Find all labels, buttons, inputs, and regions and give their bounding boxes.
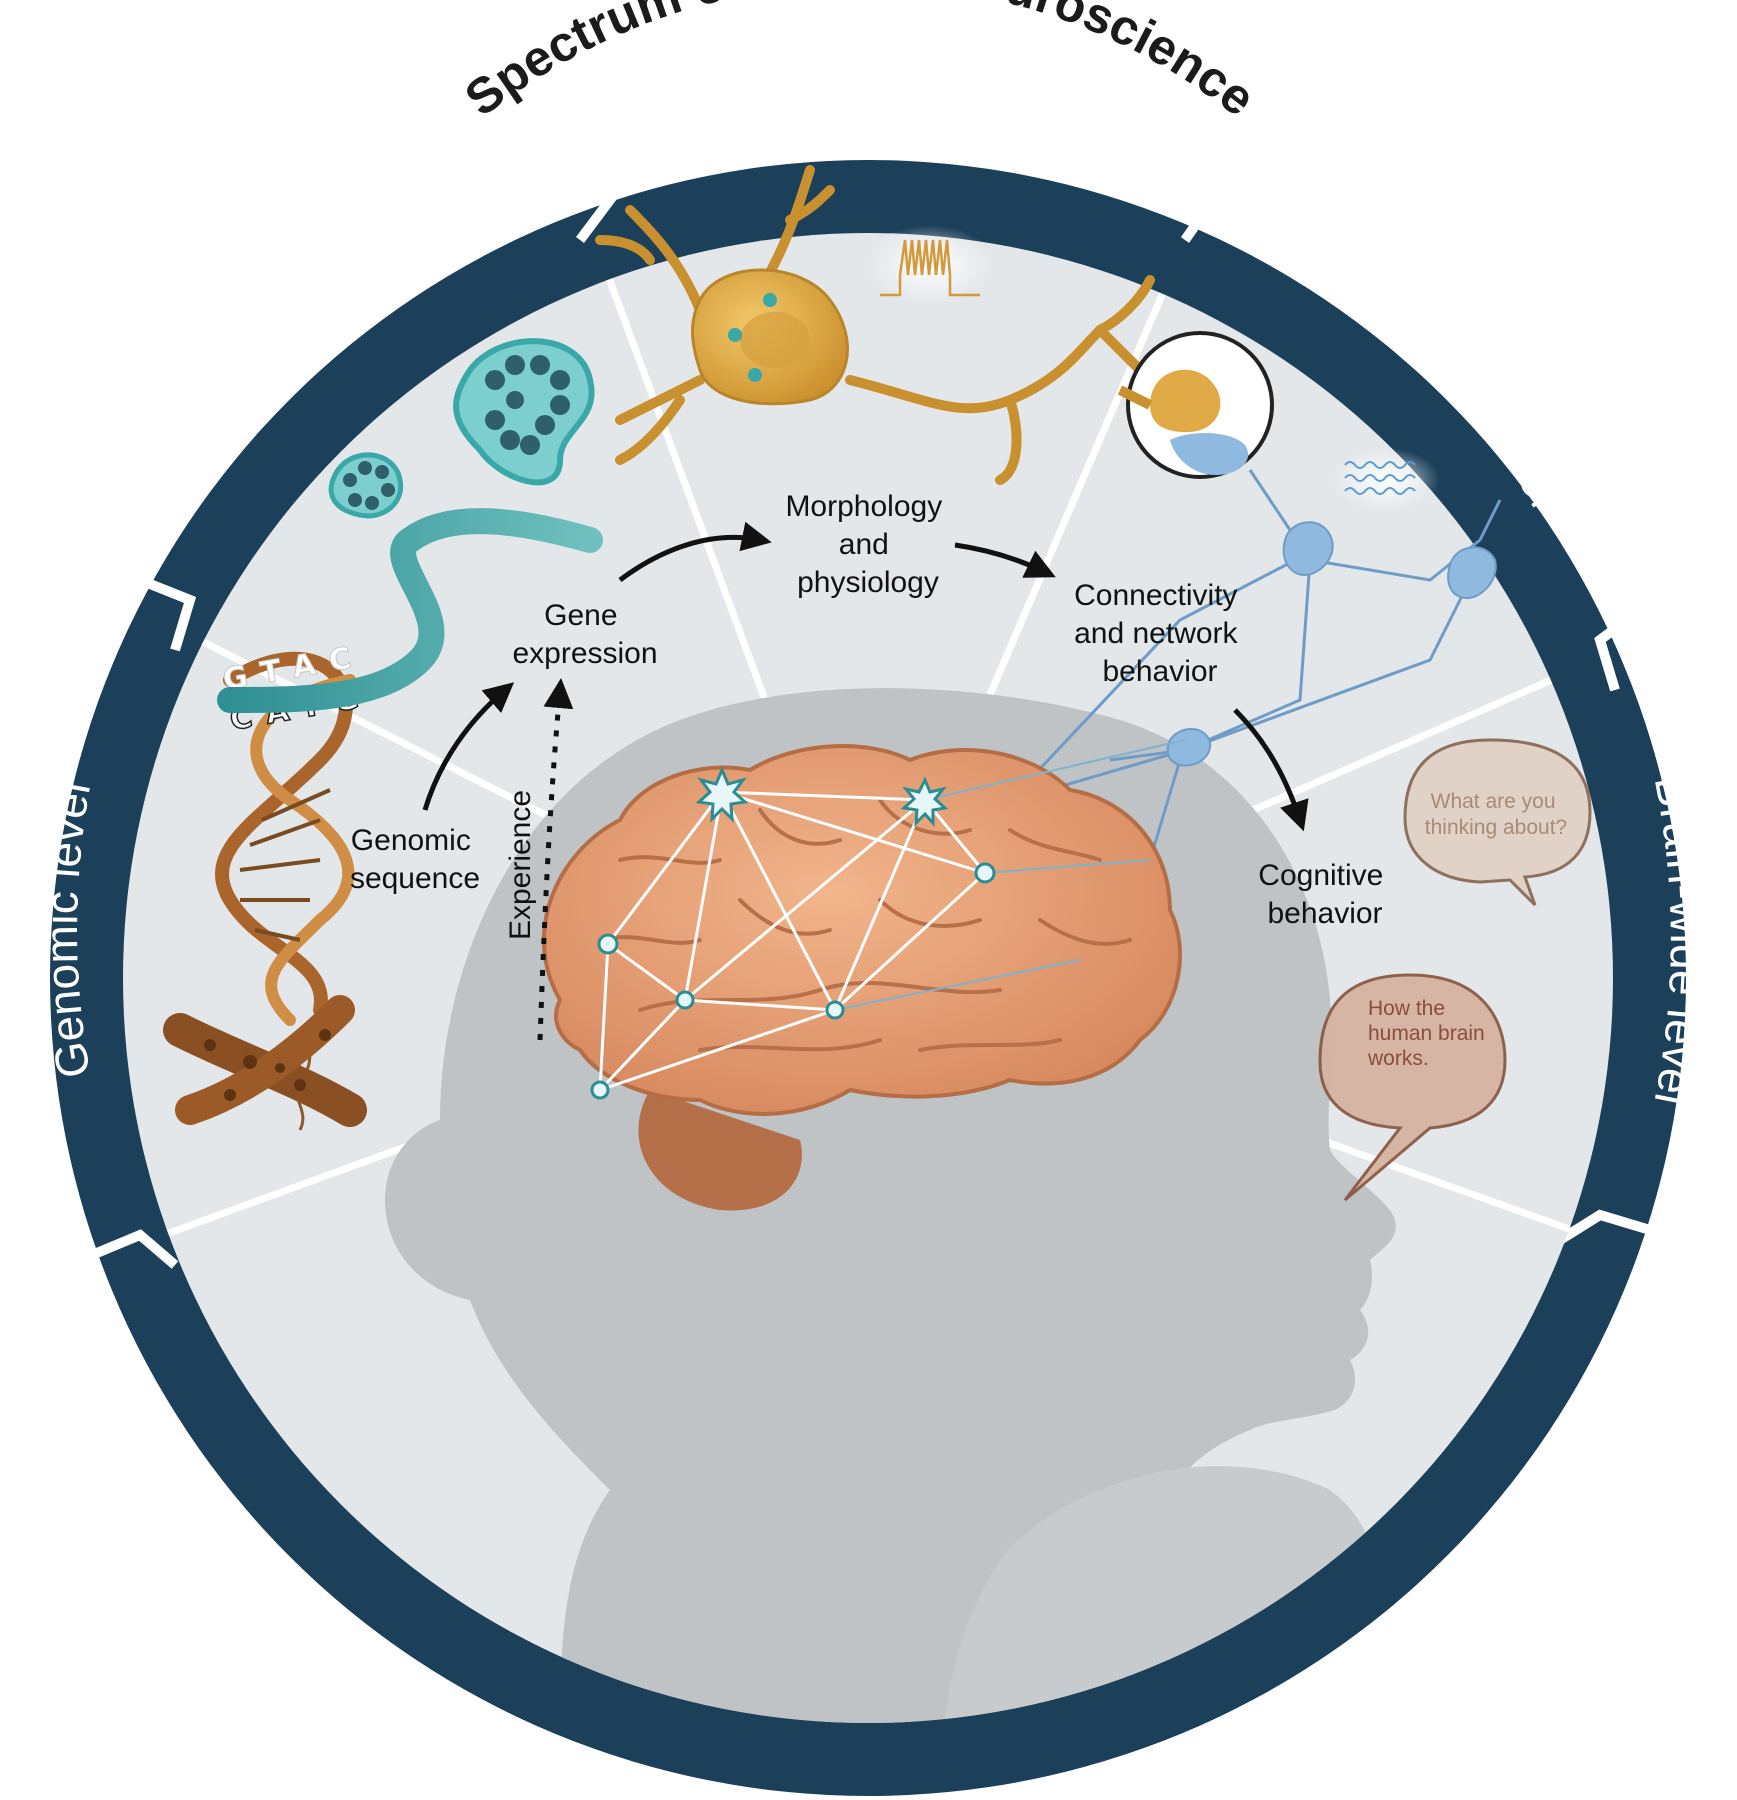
label-gene-expression: Gene expression [512,599,657,670]
network-neuron-cells [1166,521,1497,767]
label-cellular-level: Cellular level [758,94,1033,156]
synapse-icon [1117,331,1274,479]
dna-helix-illustration [163,651,367,1131]
arrow-experience [537,678,574,1041]
label-experience: Experience [504,790,537,940]
chromosome-icon [163,995,367,1127]
label-genomic-sequence: Genomic sequence [350,824,480,895]
arrow-morphology-to-connectivity [954,542,1056,578]
arrow-connectivity-to-cognitive [1233,708,1309,832]
neuron-illustration [595,165,1165,485]
ring-separators [78,147,1652,1269]
label-morphology-physiology: Morphology and physiology [785,490,950,599]
brain-illustration [542,739,1186,1211]
arrow-genomic-to-gene [422,682,515,811]
bubble-question-text: What are you thinking about? [1425,790,1567,839]
speech-bubble-question [1403,738,1592,907]
label-cognitive-behavior: Cognitive behavior [1258,859,1391,930]
bubble-answer-text: How the human brain works. [1367,997,1491,1070]
eeg-waves-icon [1330,448,1440,512]
speech-bubble-answer [1318,973,1507,1202]
protein-large-icon [453,338,595,486]
protein-small-icon [328,452,404,519]
arrow-gene-to-morphology [618,521,772,583]
rna-ribbon-illustration [217,508,603,713]
label-connectivity: Connectivity and network behavior [1074,579,1246,688]
flow-arrows [422,521,1309,1041]
spike-trace-icon [865,225,995,305]
